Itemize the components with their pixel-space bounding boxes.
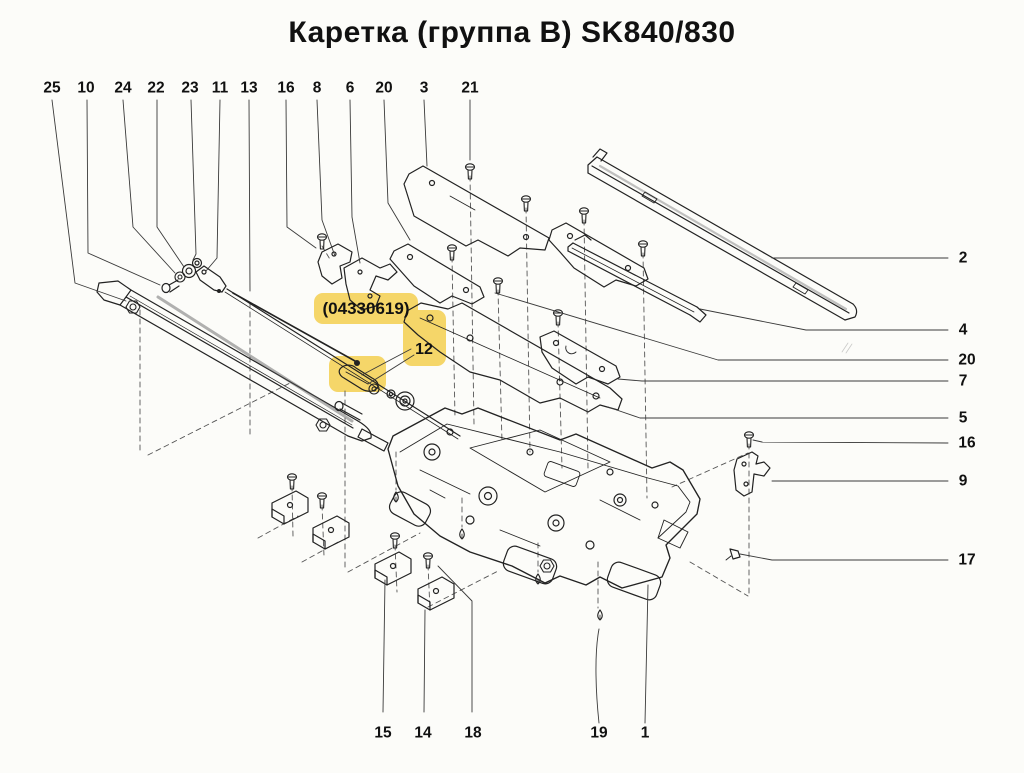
callout-bottom-1: 1 — [640, 724, 650, 742]
callout-right-5: 5 — [958, 409, 968, 427]
part-bracket-9-drawing — [733, 451, 771, 497]
part-left-rail-drawing — [96, 280, 461, 452]
print-artifact — [841, 342, 853, 354]
part-plate-3-drawing — [403, 165, 550, 257]
part-slider-pads-drawing — [271, 490, 455, 611]
callout-bottom-19: 19 — [590, 724, 608, 742]
callout-top-11: 11 — [211, 79, 229, 97]
highlight-part-patch — [329, 356, 386, 392]
callout-right-20: 20 — [958, 351, 976, 369]
page-title: Каретка (группа B) SK840/830 — [288, 16, 736, 49]
callout-top-8: 8 — [312, 79, 322, 97]
part-plate-20-right-drawing — [548, 222, 649, 288]
callout-top-13: 13 — [240, 79, 258, 97]
part-12-wire-drawing — [232, 292, 360, 366]
highlighted-callout-12[interactable]: 12 — [415, 341, 433, 358]
part-left-hardware-drawing — [125, 257, 227, 314]
callout-top-10: 10 — [77, 79, 95, 97]
callout-right-7: 7 — [958, 372, 968, 390]
callout-top-22: 22 — [147, 79, 165, 97]
callout-top-6: 6 — [345, 79, 355, 97]
callout-bottom-15: 15 — [374, 724, 392, 742]
callout-right-17: 17 — [958, 551, 976, 569]
projection-lines — [139, 175, 750, 611]
part-rail-4-drawing — [567, 234, 707, 323]
highlight-callout-patch — [403, 310, 446, 366]
callout-top-20: 20 — [375, 79, 393, 97]
callout-top-24: 24 — [114, 79, 132, 97]
part-plate-20-left-drawing — [389, 243, 485, 305]
callout-right-9: 9 — [958, 472, 968, 490]
part-rail-2-drawing — [587, 148, 858, 321]
part-plate-7-drawing — [539, 330, 621, 385]
highlight-marks — [314, 293, 446, 392]
callout-top-25: 25 — [43, 79, 61, 97]
callout-top-16: 16 — [277, 79, 295, 97]
part-carriage-1-drawing — [387, 407, 701, 601]
part-plate-5-drawing — [403, 302, 623, 413]
highlighted-part-code[interactable]: (04330619) — [322, 299, 410, 318]
callout-top-3: 3 — [419, 79, 429, 97]
callout-bottom-14: 14 — [414, 724, 432, 742]
callout-top-21: 21 — [461, 79, 479, 97]
callout-top-23: 23 — [181, 79, 199, 97]
callout-right-16: 16 — [958, 434, 976, 452]
callout-right-2: 2 — [958, 249, 968, 267]
callout-right-4: 4 — [958, 321, 968, 339]
part-lower-hardware-drawing — [315, 383, 555, 573]
leader-lines — [51, 99, 949, 724]
part-clip-17-drawing — [725, 548, 741, 561]
part-bracket-8-6-drawing — [317, 243, 398, 311]
callout-bottom-18: 18 — [464, 724, 482, 742]
